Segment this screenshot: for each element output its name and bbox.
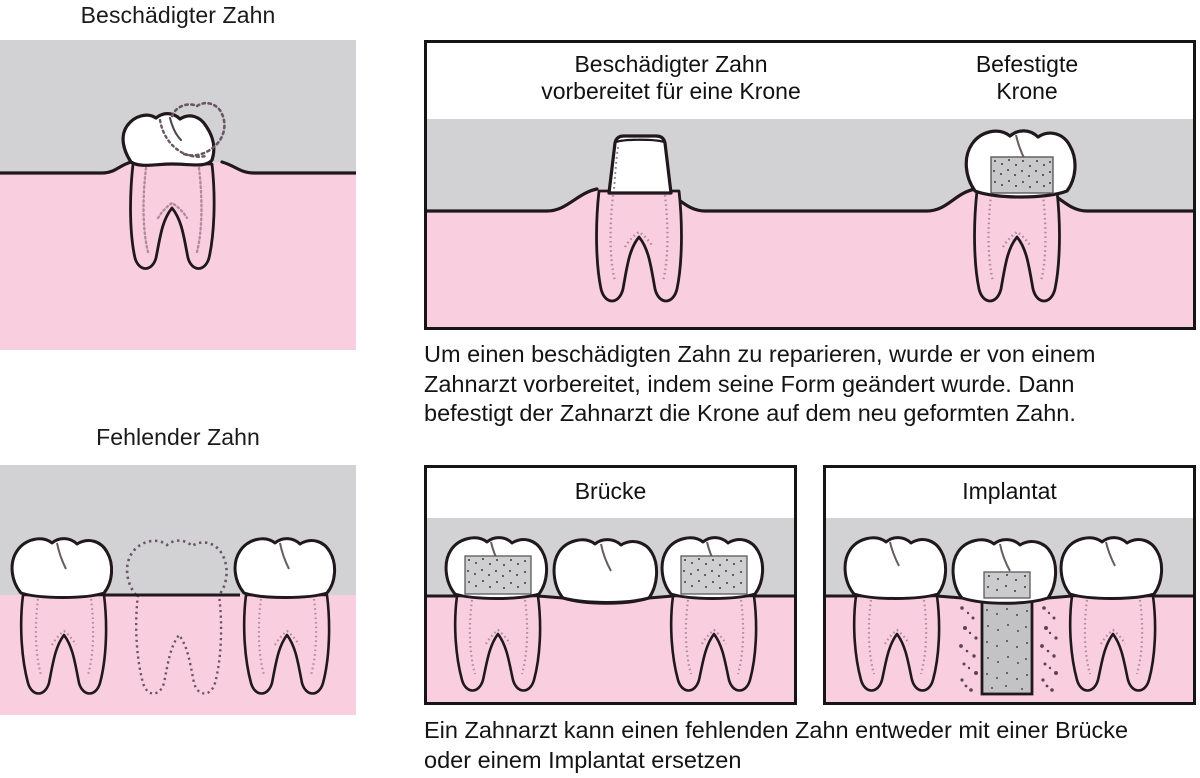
bridge-panel-svg: [427, 518, 794, 702]
gum-line: [0, 160, 356, 175]
bottom-description-paragraph: Ein Zahnarzt kann einen fehlenden Zahn e…: [424, 717, 1129, 773]
hidden-stump-stipple: [990, 156, 1054, 194]
implant-abutment-stipple: [983, 571, 1031, 599]
crowned-root-shading: [987, 194, 1047, 282]
implant-tooth-left: [843, 536, 947, 692]
gum-line: [826, 594, 1193, 600]
tooth-right-crown: [1059, 536, 1163, 600]
pontic-crown: [552, 538, 658, 605]
tooth-left-crown: [10, 537, 113, 599]
ghost-crown-outline: [125, 539, 228, 596]
abutment-right-stipple: [680, 555, 748, 595]
tooth-right-root: [1068, 594, 1157, 692]
tooth-right-groove: [279, 542, 290, 570]
implant-panel: Implantat: [823, 465, 1196, 705]
missing-tooth-svg: [0, 465, 356, 715]
bone-stipple: [959, 606, 1058, 692]
bridge-pontic: [552, 538, 658, 605]
attached-crown-group: [964, 129, 1077, 303]
implant-panel-title: Implantat: [962, 478, 1057, 504]
tooth-right-root-shading: [1083, 599, 1144, 675]
missing-tooth-illustration-panel: [0, 465, 356, 715]
tooth-right-groove: [1105, 541, 1116, 567]
bridge-abutment-left: [444, 536, 548, 692]
prepared-tooth-root: [595, 189, 683, 303]
abutment-left-root: [453, 594, 542, 692]
tooth-left-root: [19, 593, 108, 695]
crown-panel-title-prepared: Beschädigter Zahn vorbereitet für eine K…: [541, 51, 801, 104]
tooth-stump: [607, 134, 673, 195]
damaged-tooth-svg: [0, 40, 356, 350]
gum-line: [427, 594, 794, 600]
abutment-right-root-shading: [684, 599, 745, 675]
tooth-right-root-shading: [257, 598, 318, 676]
bridge-panel: Brücke: [424, 465, 797, 705]
tooth-left: [10, 537, 113, 695]
implant-crown-groove: [999, 543, 1011, 572]
occlusal-groove: [169, 117, 182, 141]
crown-description-paragraph: Um einen beschädigten Zahn zu reparieren…: [424, 341, 1096, 426]
tooth-right-crown: [233, 537, 336, 599]
damaged-tooth-illustration-panel: [0, 40, 356, 350]
tooth-root: [129, 162, 216, 270]
crown-panel-svg: [427, 119, 1193, 327]
tooth-left-groove: [889, 541, 900, 567]
tooth-left-crown: [843, 536, 947, 600]
tooth-right-root: [242, 593, 331, 695]
abutment-left-stipple: [464, 555, 532, 595]
damaged-tooth-heading: Beschädigter Zahn: [80, 2, 276, 28]
implant-tooth-right: [1059, 536, 1163, 692]
abutment-left-root-shading: [468, 599, 529, 675]
fragment-base-outline: [158, 118, 208, 158]
tooth-left-root: [852, 594, 941, 692]
tooth-left-groove: [56, 542, 67, 570]
missing-fragment-outline: [170, 101, 226, 157]
pontic-groove: [600, 543, 612, 572]
pontic-gum-contact: [562, 596, 650, 604]
root-inner-shading: [142, 166, 203, 254]
gum-tissue: [0, 162, 356, 350]
stump-left-shading: [613, 146, 619, 190]
stump-top-edge: [615, 138, 665, 144]
abutment-right-root: [669, 594, 758, 692]
crowned-tooth-root: [973, 189, 1061, 303]
crown-preparation-panel: Beschädigter Zahn vorbereitet für eine K…: [424, 40, 1196, 330]
bridge-panel-title: Brücke: [574, 478, 647, 504]
prepared-tooth-group: [595, 134, 683, 303]
missing-tooth-heading: Fehlender Zahn: [96, 424, 260, 450]
tooth-left-root-shading: [867, 599, 928, 675]
implant-panel-svg: [826, 518, 1193, 702]
ghost-root-outline: [134, 594, 223, 695]
tooth-middle-missing-ghost: [125, 539, 228, 695]
tooth-right: [233, 537, 336, 695]
prepared-root-shading: [609, 194, 669, 282]
implant-assembly: [951, 538, 1058, 696]
crown-panel-title-attached: Befestigte Krone: [975, 51, 1079, 104]
tooth-left-root-shading: [34, 598, 95, 676]
bridge-abutment-right: [660, 536, 764, 692]
